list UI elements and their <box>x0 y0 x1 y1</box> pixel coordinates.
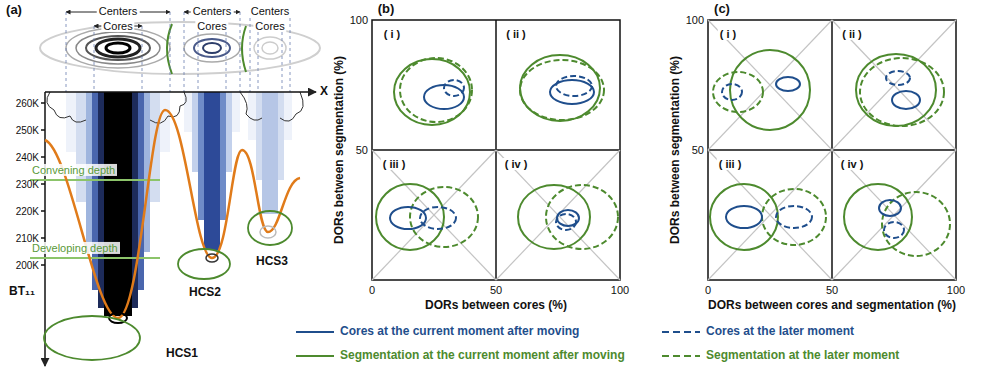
tick-label: 230K <box>16 179 39 190</box>
tick-label: 100 <box>611 284 629 296</box>
overlap-ellipse <box>856 54 936 126</box>
bracket-label: Centers <box>97 5 140 17</box>
overlap-ellipse <box>882 192 950 256</box>
overlap-ellipse <box>726 206 762 228</box>
panel-letter: (c) <box>714 2 730 16</box>
tick-label: 50 <box>356 144 368 156</box>
tick-label: 100 <box>947 284 965 296</box>
overlap-ellipse <box>400 58 472 122</box>
overlap-ellipse <box>892 91 920 109</box>
legend-text: Cores at the current moment after moving <box>340 325 579 338</box>
bracket-label: Cores <box>195 20 228 32</box>
quadrant-label: ( iii ) <box>717 158 744 170</box>
legend-text: Cores at the later moment <box>706 325 854 338</box>
legend-sample <box>296 331 334 333</box>
bracket-label: Centers <box>249 5 292 17</box>
hcs-label: HCS1 <box>166 347 198 360</box>
tick-label: 0 <box>705 284 711 296</box>
tick-label: 50 <box>826 284 838 296</box>
tick-label: 260K <box>16 98 39 109</box>
legend-text: Segmentation at the current moment after… <box>340 349 625 362</box>
quadrant-label: ( ii ) <box>504 28 528 40</box>
cloud-outline <box>47 92 303 123</box>
overlap-ellipse <box>884 222 904 238</box>
bracket-label: Cores <box>253 20 286 32</box>
bracket-label: Centers <box>191 5 234 17</box>
plot-frame <box>372 20 956 280</box>
legend-sample <box>662 355 700 357</box>
quadrant-label: ( i ) <box>382 28 403 40</box>
panel-letter: (a) <box>6 3 22 17</box>
axis-label: X <box>320 85 328 98</box>
overlap-ellipse <box>520 60 604 120</box>
quadrant-label: ( iii ) <box>381 158 408 170</box>
overlap-ellipse <box>713 72 763 112</box>
depth-label: Developing depth <box>30 242 120 254</box>
quadrant-label: ( i ) <box>718 28 739 40</box>
hcs-label: HCS3 <box>256 255 288 268</box>
quadrant-label: ( iv ) <box>839 158 866 170</box>
overlap-ellipse <box>556 76 592 96</box>
tick-label: 220K <box>16 206 39 217</box>
bracket-label: Cores <box>101 20 134 32</box>
bt-profile <box>45 110 300 318</box>
legend-sample <box>662 331 700 333</box>
overlap-ellipse <box>444 80 464 96</box>
overlap-ellipse <box>844 184 912 250</box>
overlap-ellipse <box>520 55 600 121</box>
depth-label: Convening depth <box>30 164 117 176</box>
panel-letter: (b) <box>378 2 395 16</box>
legend-text: Segmentation at the later moment <box>706 349 899 362</box>
overlap-ellipse <box>879 200 901 216</box>
quadrant-label: ( ii ) <box>840 28 864 40</box>
overlap-ellipse <box>546 185 618 249</box>
tick-label: 100 <box>686 14 704 26</box>
overlap-ellipse <box>410 187 478 247</box>
overlap-ellipse <box>722 84 742 100</box>
axis-title: DORs between cores (%) <box>425 299 567 312</box>
tick-label: 50 <box>692 144 704 156</box>
overlap-ellipse <box>860 58 944 126</box>
guide-line <box>66 12 290 92</box>
overlap-ellipse <box>556 214 576 230</box>
overlap-ellipse <box>762 189 826 245</box>
axis <box>41 92 316 366</box>
tick-label: 240K <box>16 152 39 163</box>
overlap-ellipse <box>776 206 812 228</box>
tick-label: 200K <box>16 260 39 271</box>
tick-label: 50 <box>490 284 502 296</box>
axis-label: BT₁₁ <box>7 285 37 298</box>
legend-sample <box>296 355 334 357</box>
hcs-label: HCS2 <box>189 286 221 299</box>
axis-title: DORs between segmentation (%) <box>333 56 346 244</box>
axis-title: DORs between segmentation (%) <box>669 56 682 244</box>
tick-label: 0 <box>369 284 375 296</box>
quadrant-label: ( iv ) <box>503 158 530 170</box>
overlap-ellipse <box>518 185 590 249</box>
tick-label: 100 <box>350 14 368 26</box>
tick-label: 250K <box>16 125 39 136</box>
overlap-ellipse <box>776 77 800 91</box>
axis-title: DORs between cores and segmentation (%) <box>708 299 956 312</box>
diagonal-line <box>372 20 956 280</box>
overlap-ellipse <box>886 71 910 85</box>
overlap-ellipse <box>420 207 456 229</box>
hcs-ellipse <box>44 211 292 360</box>
overlap-ellipses <box>376 50 950 256</box>
overlap-ellipse <box>710 184 778 250</box>
